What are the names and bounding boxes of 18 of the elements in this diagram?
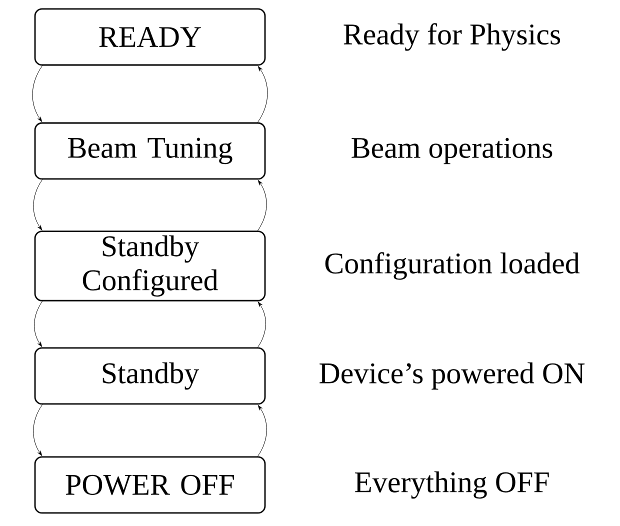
arrow — [32, 65, 43, 122]
arrow — [257, 66, 268, 123]
state-box: READY — [34, 8, 266, 66]
description-text: Configuration loaded — [325, 252, 580, 280]
arrow — [257, 405, 267, 457]
arrow — [34, 301, 43, 347]
arrow — [33, 179, 43, 230]
state-box: Standby — [34, 347, 266, 405]
state-box: POWER OFF — [34, 456, 266, 514]
arrow — [257, 302, 266, 348]
state-box: Beam Tuning — [34, 122, 266, 180]
arrow — [33, 404, 43, 456]
description-text: Ready for Physics — [344, 23, 560, 51]
description-text: Everything OFF — [354, 471, 549, 499]
state-box: Standby Configured — [34, 230, 266, 302]
arrow — [257, 180, 267, 231]
description-text: Beam operations — [352, 138, 552, 164]
description-text: Device’s powered ON — [320, 362, 585, 390]
